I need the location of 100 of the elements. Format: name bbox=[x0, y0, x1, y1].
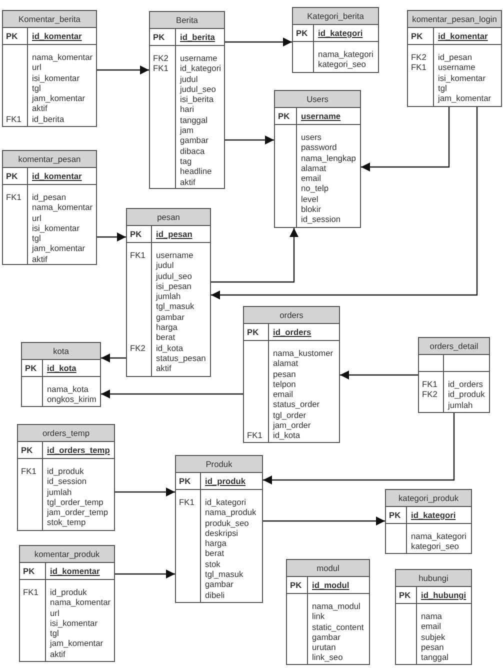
field-name: hari bbox=[180, 104, 195, 115]
field-name: id_kategori bbox=[180, 63, 221, 74]
field-name: deskripsi bbox=[205, 528, 238, 538]
field-name: id_pesan bbox=[438, 52, 473, 62]
key-label: PK bbox=[179, 476, 191, 486]
field-name: jam_komentar bbox=[32, 243, 86, 254]
field-name: tgl bbox=[50, 628, 60, 638]
field-name: nama_kustomer bbox=[273, 348, 334, 358]
entity-table bbox=[407, 10, 502, 107]
field-name: status_pesan bbox=[156, 352, 206, 364]
key-label: FK1 bbox=[153, 63, 168, 74]
table-title: orders_detail bbox=[430, 340, 478, 352]
field-name: berat bbox=[156, 332, 176, 343]
field-name: id_pesan bbox=[32, 192, 67, 202]
field-name: harga bbox=[156, 322, 178, 332]
key-label: FK1 bbox=[21, 466, 36, 476]
field-name: nama_produk bbox=[205, 507, 256, 518]
field-name: alamat bbox=[273, 358, 300, 369]
field-name: gambar bbox=[156, 312, 186, 322]
field-name: status_order bbox=[273, 399, 321, 410]
field-name: aktif bbox=[32, 103, 48, 114]
field-name: nama_kategori bbox=[411, 531, 466, 542]
key-label: PK bbox=[23, 566, 35, 576]
key-label: PK bbox=[399, 590, 411, 600]
field-name: isi_komentar bbox=[32, 222, 80, 234]
field-name: harga bbox=[205, 538, 228, 548]
key-label: FK1 bbox=[247, 430, 262, 441]
field-name: password bbox=[301, 142, 338, 153]
entity-table bbox=[21, 342, 101, 407]
field-name: id_berita bbox=[32, 114, 66, 124]
key-label: FK1 bbox=[411, 62, 426, 73]
field-name: tgl_masuk bbox=[205, 569, 244, 580]
relationship-arrow bbox=[115, 488, 175, 496]
field-name: tgl bbox=[32, 233, 42, 244]
table-title: Users bbox=[306, 94, 328, 104]
field-name: nama_komentar bbox=[32, 202, 93, 213]
key-label: PK bbox=[153, 32, 165, 42]
table-title: Produk bbox=[206, 458, 232, 470]
field-name: nama bbox=[421, 611, 443, 622]
key-label: PK bbox=[278, 110, 290, 122]
field-name: jam_order bbox=[273, 420, 312, 430]
table-title: komentar_produk bbox=[34, 548, 100, 560]
field-name: users bbox=[301, 132, 322, 142]
key-label: PK bbox=[25, 362, 37, 374]
field-name: id_session bbox=[301, 214, 342, 225]
key-label: PK bbox=[6, 30, 18, 42]
key-label: FK2 bbox=[422, 389, 438, 400]
field-name: stok_temp bbox=[47, 517, 87, 528]
field-name: telpon bbox=[273, 378, 297, 390]
primary-key-field: id_produk bbox=[205, 476, 246, 486]
table-title: kota bbox=[53, 346, 69, 356]
field-name: gambar bbox=[180, 135, 210, 146]
table-title: hubungi bbox=[418, 572, 448, 584]
field-name: pesan bbox=[273, 368, 297, 379]
key-label: PK bbox=[21, 444, 33, 456]
key-label: PK bbox=[389, 510, 401, 520]
field-name: id_kategori bbox=[205, 497, 247, 508]
field-name: blokir bbox=[301, 204, 322, 214]
field-name: level bbox=[301, 194, 320, 204]
key-label: FK2 bbox=[130, 342, 146, 353]
field-name: kategori_seo bbox=[411, 541, 460, 552]
entity-table bbox=[17, 424, 115, 531]
key-label: FK2 bbox=[153, 53, 168, 64]
entity-table bbox=[149, 11, 225, 189]
primary-key-field: id_komentar bbox=[32, 30, 82, 42]
field-name: jam_komentar bbox=[438, 93, 492, 104]
relationship-arrow bbox=[101, 354, 126, 362]
relationship-arrow bbox=[225, 136, 274, 144]
relationship-arrow bbox=[361, 107, 450, 172]
field-name: isi_komentar bbox=[32, 72, 80, 83]
entity-table bbox=[292, 7, 379, 73]
field-name: gambar bbox=[205, 579, 234, 590]
key-label: FK1 bbox=[130, 250, 146, 260]
primary-key-field: id_pesan bbox=[156, 228, 192, 240]
field-name: url bbox=[50, 608, 60, 618]
field-name: tgl_order bbox=[273, 410, 308, 420]
field-name: produk_seo bbox=[205, 518, 250, 528]
field-name: tag bbox=[180, 156, 193, 166]
primary-key-field: id_modul bbox=[312, 580, 350, 590]
key-label: FK1 bbox=[179, 497, 194, 508]
field-name: isi_berita bbox=[180, 94, 215, 104]
table-title: orders_temp bbox=[42, 428, 90, 438]
entity-table bbox=[395, 569, 472, 665]
field-name: dibaca bbox=[180, 146, 206, 156]
field-name: tgl_order_temp bbox=[47, 496, 104, 508]
primary-key-field: id_komentar bbox=[438, 30, 488, 42]
field-name: static_content bbox=[312, 622, 364, 632]
field-name: id_produk bbox=[448, 389, 485, 400]
field-name: tanggal bbox=[180, 114, 208, 126]
key-label: PK bbox=[247, 326, 259, 338]
field-name: nama_modul bbox=[312, 601, 362, 612]
field-name: url bbox=[32, 62, 42, 73]
entity-table bbox=[2, 150, 97, 265]
field-name: id_kota bbox=[273, 430, 302, 441]
relationship-arrow bbox=[97, 232, 126, 242]
field-name: id_kota bbox=[156, 342, 184, 353]
field-name: id_session bbox=[47, 476, 88, 487]
key-label: PK bbox=[290, 580, 302, 590]
primary-key-field: id_kategori bbox=[318, 28, 363, 38]
table-title: Komentar_berita bbox=[18, 14, 80, 24]
